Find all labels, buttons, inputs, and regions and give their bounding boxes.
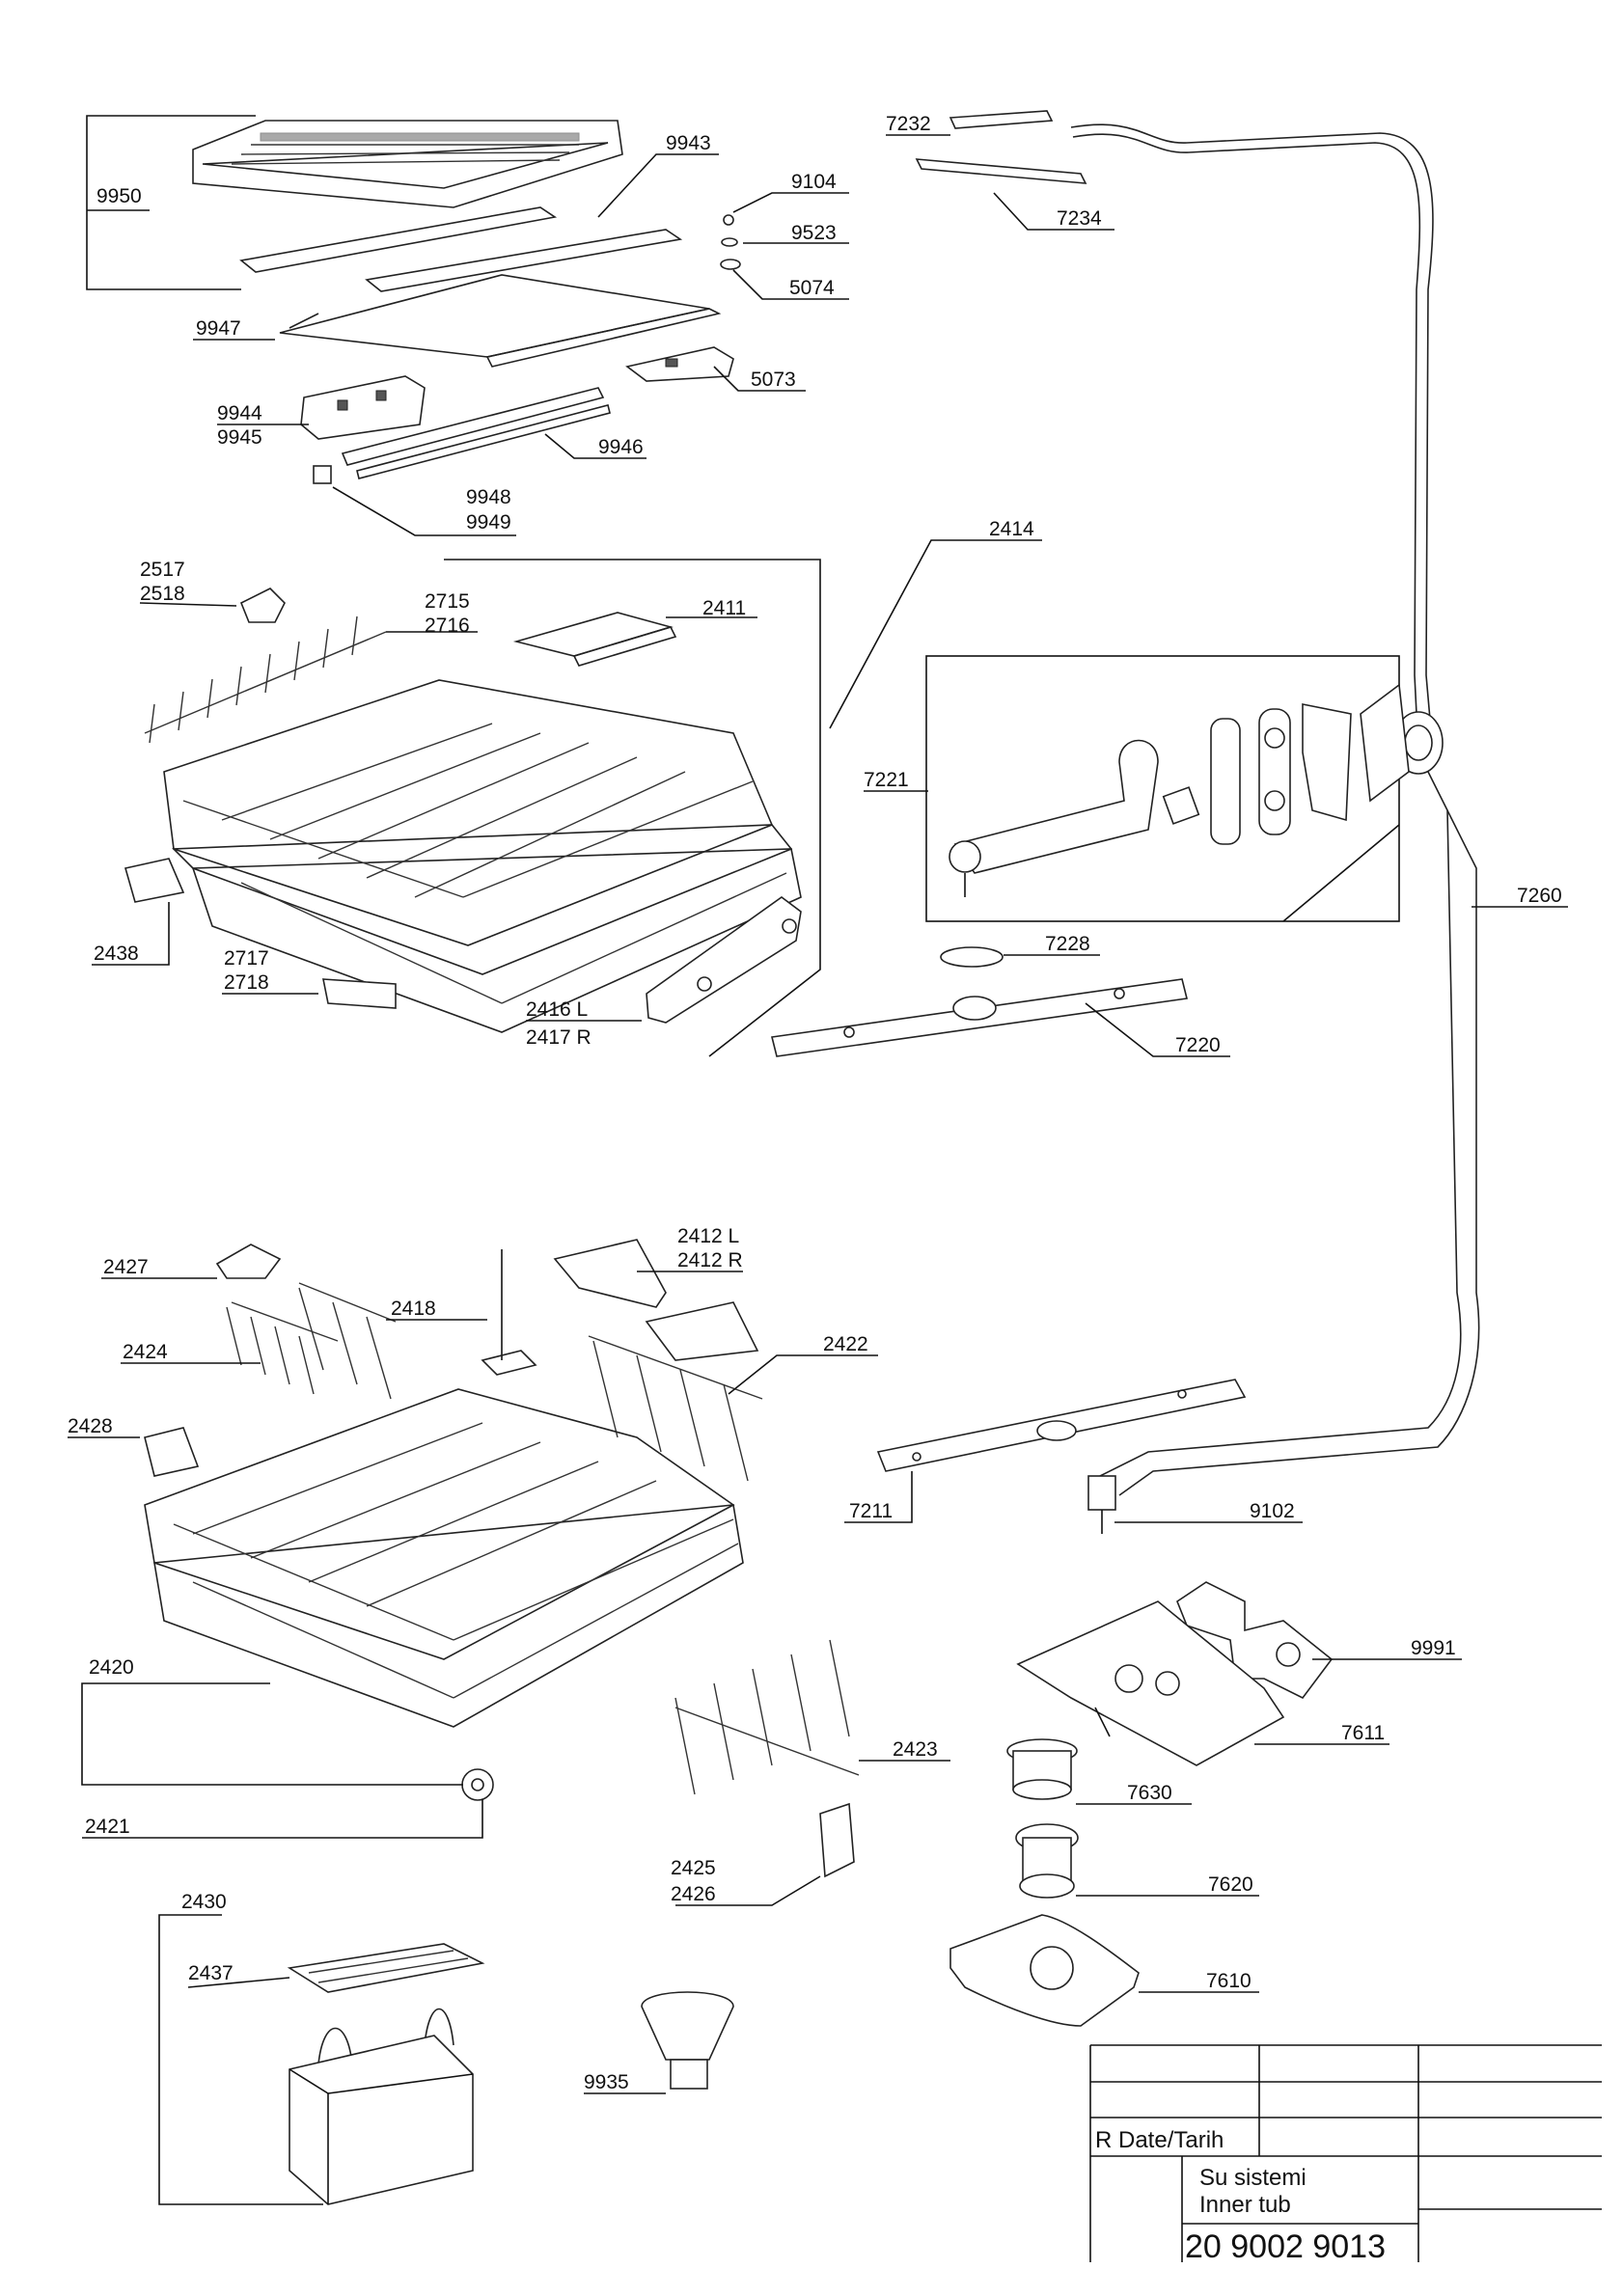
title-block: R Date/Tarih Su sistemi Inner tub 20 900… (1089, 2044, 1602, 2265)
label-7620: 7620 (1208, 1873, 1253, 1896)
leader-lines (68, 115, 1568, 2205)
title-block-title-en: Inner tub (1199, 2192, 1291, 2218)
lower-spray-arm (876, 1379, 1247, 1534)
title-block-title-tr: Su sistemi (1199, 2165, 1307, 2191)
label-9948: 9948 (466, 486, 511, 508)
label-9523: 9523 (791, 222, 837, 244)
label-2716: 2716 (425, 615, 470, 637)
cutlery-basket-group (287, 1943, 734, 2205)
sump-filter-group (949, 1581, 1334, 2027)
label-2424: 2424 (123, 1341, 168, 1363)
label-2416: 2416 L (526, 998, 588, 1021)
label-9991: 9991 (1411, 1637, 1456, 1659)
label-7220: 7220 (1175, 1034, 1221, 1056)
label-9943: 9943 (666, 132, 711, 154)
label-9102: 9102 (1250, 1500, 1295, 1522)
label-7260: 7260 (1517, 885, 1562, 907)
label-7232: 7232 (886, 113, 931, 135)
label-9949: 9949 (466, 511, 511, 533)
label-2718: 2718 (224, 971, 269, 994)
part-labels: 9950 9943 9104 9523 5074 9947 5073 9944 … (68, 113, 1562, 2093)
label-2517: 2517 (140, 559, 185, 581)
label-2421: 2421 (85, 1816, 130, 1838)
label-7234: 7234 (1057, 207, 1102, 230)
label-7211: 7211 (849, 1500, 893, 1522)
label-2715: 2715 (425, 590, 470, 613)
label-2418: 2418 (391, 1298, 436, 1320)
label-7630: 7630 (1127, 1782, 1172, 1804)
label-7228: 7228 (1045, 933, 1090, 955)
label-7221: 7221 (864, 769, 909, 791)
label-5074: 5074 (789, 277, 835, 299)
label-9935: 9935 (584, 2071, 629, 2093)
spray-arm-inset (925, 655, 1410, 922)
label-9945: 9945 (217, 426, 262, 449)
label-9947: 9947 (196, 317, 241, 340)
label-2411: 2411 (702, 597, 746, 619)
label-2412r: 2412 R (677, 1249, 743, 1271)
label-7610: 7610 (1206, 1970, 1252, 1992)
label-9944: 9944 (217, 402, 262, 424)
label-2428: 2428 (68, 1415, 113, 1437)
label-5073: 5073 (751, 369, 796, 391)
lower-basket (144, 1239, 860, 1878)
label-7611: 7611 (1341, 1722, 1385, 1744)
label-2412l: 2412 L (677, 1225, 739, 1247)
label-2427: 2427 (103, 1256, 149, 1278)
label-2437: 2437 (188, 1962, 234, 1984)
title-block-date-label: R Date/Tarih (1095, 2127, 1224, 2153)
label-2430: 2430 (181, 1891, 227, 1913)
label-9950: 9950 (96, 185, 142, 207)
label-9104: 9104 (791, 171, 837, 193)
label-2438: 2438 (94, 943, 139, 965)
upper-cutlery-tray-assembly (192, 120, 741, 484)
label-2518: 2518 (140, 583, 185, 605)
mid-spray-arm (771, 946, 1188, 1057)
label-2422: 2422 (823, 1333, 868, 1355)
label-9946: 9946 (598, 436, 644, 458)
label-2423: 2423 (893, 1738, 938, 1761)
upper-basket (124, 588, 802, 1033)
label-2717: 2717 (224, 947, 269, 970)
label-2414: 2414 (989, 518, 1034, 540)
label-2420: 2420 (89, 1656, 134, 1679)
label-2417: 2417 R (526, 1026, 591, 1049)
upper-spray-pipe (915, 110, 1480, 1496)
label-2425: 2425 (671, 1857, 716, 1879)
label-2426: 2426 (671, 1883, 716, 1905)
title-block-drawing-number: 20 9002 9013 (1185, 2228, 1386, 2265)
